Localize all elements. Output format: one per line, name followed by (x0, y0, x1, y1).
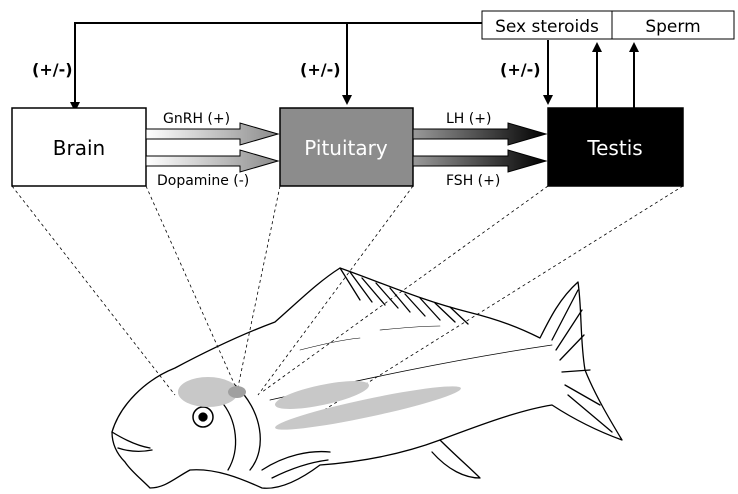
fsh-arrow (413, 150, 546, 172)
fish-body-outline (112, 268, 622, 488)
pituitary-label: Pituitary (304, 136, 388, 160)
fish-illustration (112, 268, 622, 488)
fish-organs (178, 375, 463, 436)
lh-label: LH (+) (446, 111, 491, 127)
feedback-label-brain: (+/-) (32, 60, 73, 79)
sperm-label: Sperm (645, 17, 700, 37)
output-boxes: Sex steroids Sperm (482, 11, 734, 39)
fish-eye-inner (199, 413, 207, 421)
brain-to-pituitary-arrows: GnRH (+) Dopamine (-) (146, 111, 278, 189)
fsh-label: FSH (+) (446, 173, 500, 189)
dopamine-arrow (146, 150, 278, 172)
pituitary-node: Pituitary (280, 108, 413, 186)
dopamine-label: Dopamine (-) (157, 173, 249, 189)
testis-node: Testis (548, 108, 683, 186)
testis-label: Testis (586, 136, 642, 160)
fish-dorsal-fin (340, 268, 468, 324)
feedback-label-pituitary: (+/-) (300, 60, 341, 79)
feedback-line-top (75, 23, 485, 103)
output-arrows (597, 44, 634, 108)
brain-node: Brain (12, 108, 146, 186)
fish-pituitary-organ (228, 386, 246, 398)
sex-steroids-label: Sex steroids (495, 17, 599, 37)
gnrh-label: GnRH (+) (163, 111, 230, 127)
fish-anal-fin (432, 440, 480, 478)
pituitary-to-testis-arrows: LH (+) FSH (+) (413, 111, 546, 189)
brain-label: Brain (53, 136, 105, 160)
feedback-label-testis: (+/-) (500, 60, 541, 79)
